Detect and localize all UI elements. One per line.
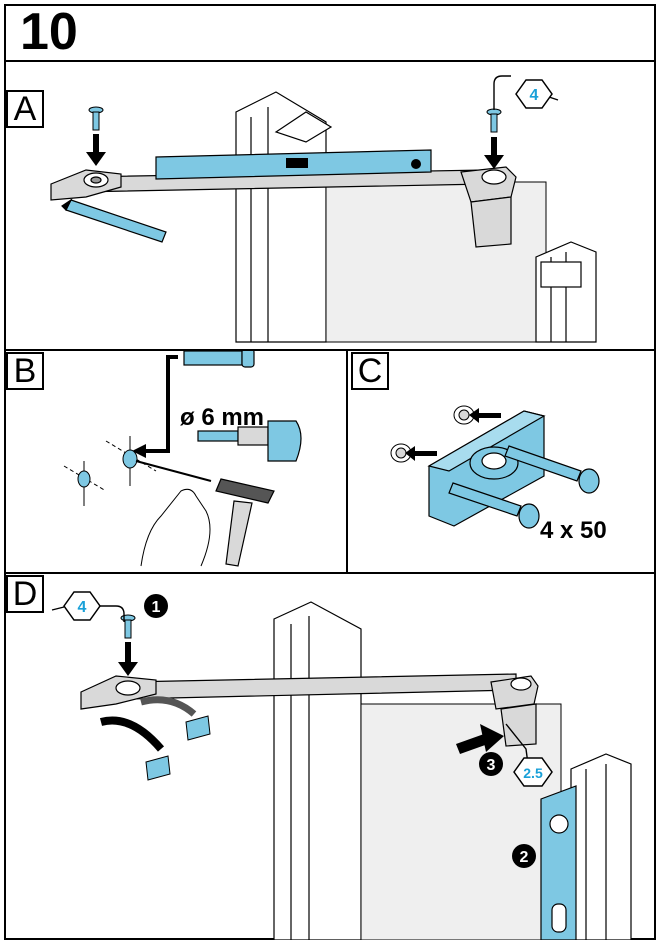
panel-d-illustration: 4 1 2 3 2.5	[51, 591, 632, 940]
arrow-left-c2	[469, 408, 501, 423]
panel-c-illustration	[390, 405, 600, 529]
seq-badge-1: 1	[144, 594, 168, 618]
screw-icon-right	[486, 108, 502, 133]
hex-size-label-small: 2.5	[523, 765, 543, 781]
screw-upper	[504, 445, 600, 494]
arrow-down-right	[484, 137, 504, 169]
seq-label-1: 1	[152, 599, 161, 616]
divider-bc	[346, 349, 348, 574]
hex-size-badge-a: 4	[515, 79, 553, 109]
drill-size-label: ø 6 mm	[180, 404, 265, 431]
panel-a-illustration: 4	[50, 75, 597, 343]
glass-panel	[325, 181, 547, 343]
nail	[135, 460, 212, 482]
seq-badge-3: 3	[479, 752, 503, 776]
left-bracket	[50, 169, 122, 201]
right-connector-d	[490, 675, 539, 747]
drill-icon	[197, 420, 302, 462]
drill-mark-right	[105, 436, 157, 486]
step-number: 10	[20, 3, 78, 61]
divider-top	[4, 60, 656, 62]
wall-bracket-blue	[427, 410, 546, 527]
left-bracket-d	[80, 675, 157, 710]
cover-cap-1	[145, 755, 171, 781]
arrow-down-left	[86, 134, 106, 166]
spirit-level	[155, 149, 432, 180]
pencil	[61, 198, 167, 243]
hex-size-badge-d: 4	[63, 591, 101, 621]
divider-bd	[4, 572, 656, 574]
panel-label-d: D	[6, 575, 44, 613]
hex-size-label-d: 4	[78, 599, 87, 616]
wall-plug-icon	[183, 351, 255, 368]
seq-badge-2: 2	[512, 844, 536, 868]
push-arrow-d	[456, 724, 504, 754]
curve-arrow-2	[140, 696, 197, 717]
arrow-left-c1	[405, 446, 437, 461]
screw-icon-d	[120, 614, 136, 639]
arrow-down-d	[118, 642, 138, 676]
seq-label-2: 2	[520, 849, 529, 866]
hex-size-badge-small: 2.5	[513, 757, 553, 787]
hole-left	[390, 443, 412, 463]
curve-arrow-1	[99, 716, 165, 752]
hex-size-label-a: 4	[530, 87, 539, 104]
right-connector	[460, 166, 517, 248]
hammer-icon	[215, 478, 275, 567]
panel-b-illustration	[63, 351, 302, 567]
divider-ab	[4, 349, 656, 351]
cover-cap-2	[185, 715, 211, 741]
panel-label-a: A	[6, 90, 44, 128]
screw-lower	[448, 482, 540, 529]
panel-label-c: C	[351, 352, 389, 390]
door-profile-d	[570, 753, 632, 940]
insert-arrow	[146, 355, 178, 453]
door-profile	[535, 241, 597, 343]
blue-profile	[540, 785, 577, 940]
screw-icon-left	[88, 106, 104, 131]
hole-right	[453, 405, 475, 425]
wall-profile-d	[273, 601, 362, 940]
hand-outline	[140, 488, 211, 567]
wall-profile	[235, 91, 333, 343]
hex-key-icon-d	[86, 605, 125, 622]
seq-label-3: 3	[487, 757, 496, 774]
drill-mark-left	[63, 461, 107, 506]
screw-size-label: 4 x 50	[540, 517, 607, 544]
panel-label-b: B	[6, 352, 44, 390]
